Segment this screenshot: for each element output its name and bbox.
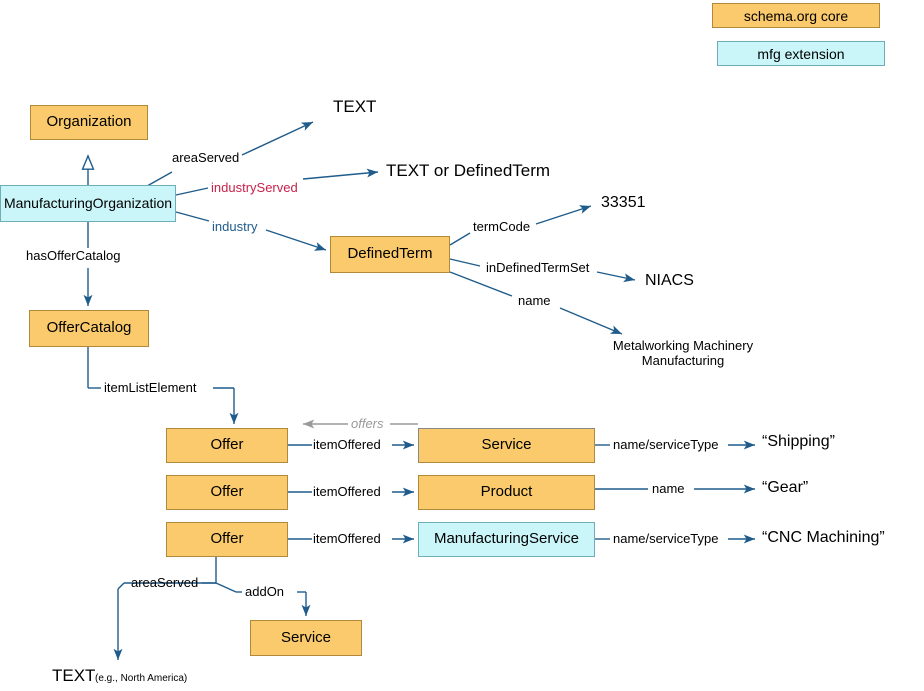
node-organization[interactable]: Organization [30,105,148,140]
edge-label-add-on: addOn [245,584,285,599]
node-label-service: Service [481,436,532,454]
value-product-name: “Gear” [762,479,809,496]
node-offer-2[interactable]: Offer [166,475,288,510]
edge-term-code [535,205,592,225]
edge-label-product-name: name [652,481,685,496]
node-manufacturing-organization[interactable]: ManufacturingOrganization [0,185,176,222]
edge-defined-term-name-stub [449,271,513,297]
node-offer-catalog[interactable]: OfferCatalog [29,310,149,347]
node-label-offer-2: Offer [210,483,244,501]
edge-label-item-offered-2: itemOffered [313,484,381,499]
edge-label-has-offer-catalog: hasOfferCatalog [26,248,121,263]
edge-in-defined-term-set-stub [449,258,481,267]
value-area-served-text: TEXT [52,666,96,685]
node-label-product: Product [480,483,533,501]
edge-industry [265,229,327,251]
value-text-or-defined-term: TEXT or DefinedTerm [386,161,551,180]
node-label-offer-3: Offer [210,530,244,548]
node-manufacturing-service[interactable]: ManufacturingService [418,522,595,557]
node-label-defined-term: DefinedTerm [347,245,433,263]
edge-in-defined-term-set [596,271,636,283]
edge-label-industry-served: industryServed [211,180,298,195]
node-label-offer-catalog: OfferCatalog [46,319,132,337]
node-defined-term[interactable]: DefinedTerm [330,236,450,273]
value-mfg-service-name: “CNC Machining” [762,529,885,546]
edge-industry-stub [175,211,210,222]
node-label-manufacturing-organization: ManufacturingOrganization [3,194,173,211]
node-addon-service[interactable]: Service [250,620,362,656]
edge-label-in-defined-term-set: inDefinedTermSet [486,260,590,275]
edge-term-code-stub [449,232,471,246]
node-product[interactable]: Product [418,475,595,510]
value-area-served-example: (e.g., North America) [95,673,188,684]
edge-defined-term-name [559,307,623,335]
edge-area-served [241,121,314,156]
value-defined-term-name: Metalworking Machinery Manufacturing [612,338,754,368]
node-offer-3[interactable]: Offer [166,522,288,557]
edge-industry-served-stub [175,187,209,196]
legend-label-schema-core: schema.org core [743,7,849,24]
edge-label-defined-term-name: name [518,293,551,308]
edge-add-on-stub [215,582,237,593]
value-text-top: TEXT [333,97,377,116]
node-service[interactable]: Service [418,428,595,463]
node-label-manufacturing-service: ManufacturingService [433,530,580,548]
node-offer-1[interactable]: Offer [166,428,288,463]
edge-label-service-name-type: name/serviceType [613,437,719,452]
legend-item-schema-core: schema.org core [712,3,880,28]
node-label-offer-1: Offer [210,436,244,454]
node-label-addon-service: Service [280,628,332,646]
edge-label-item-offered-1: itemOffered [313,437,381,452]
value-service-name: “Shipping” [762,433,835,450]
edge-label-offers: offers [351,416,384,431]
edge-label-industry: industry [212,219,258,234]
node-label-organization: Organization [46,113,132,131]
edge-label-mfg-service-name-type: name/serviceType [613,531,719,546]
value-in-defined-term-set: NIACS [645,272,694,289]
legend-label-mfg-extension: mfg extension [757,45,845,62]
edge-label-term-code: termCode [473,219,531,234]
edge-label-area-served-top: areaServed [172,150,240,165]
edge-area-served-bottom-corner [117,582,125,590]
edge-label-item-offered-3: itemOffered [313,531,381,546]
edge-industry-served [302,168,379,180]
edge-label-item-list-element: itemListElement [104,380,197,395]
edge-label-area-served-bottom: areaServed [131,575,199,590]
value-term-code: 33351 [601,194,646,211]
legend-item-mfg-extension: mfg extension [717,41,885,66]
